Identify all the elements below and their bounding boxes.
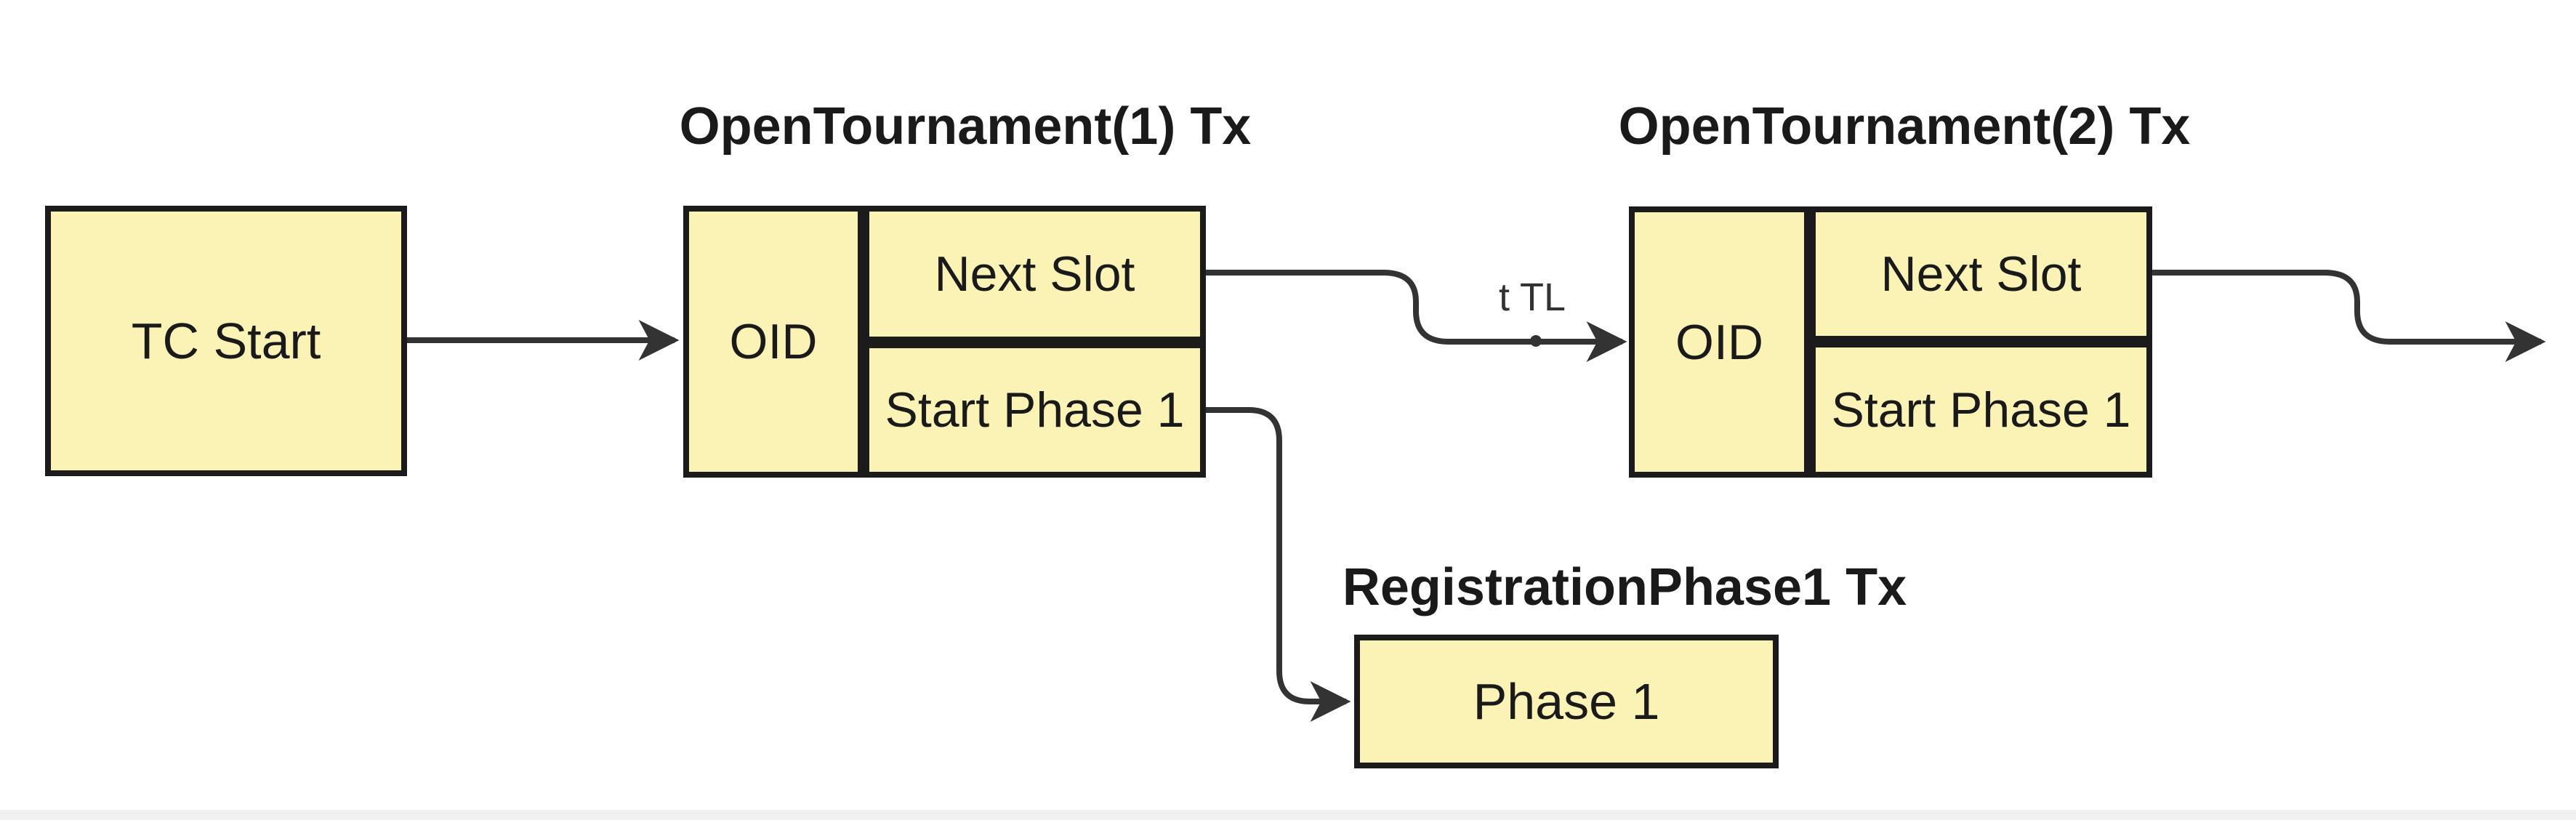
edge-nextslot2-to-next: [2148, 270, 2546, 362]
opentournament2-oid-cell: OID: [1635, 212, 1804, 472]
opentournament2-group: OID Next Slot Start Phase 1: [1629, 206, 2152, 478]
start-phase-label: Start Phase 1: [1831, 382, 2131, 438]
edge-startphase1-to-phase1: [1202, 407, 1351, 722]
opentournament1-group: OID Next Slot Start Phase 1: [683, 206, 1206, 478]
tc-start-node: TC Start: [45, 206, 407, 476]
opentournament1-next-slot-cell: Next Slot: [869, 212, 1200, 337]
registrationphase1-title: RegistrationPhase1 Tx: [1342, 558, 1907, 616]
start-phase-label: Start Phase 1: [885, 382, 1185, 438]
next-slot-label: Next Slot: [1880, 246, 2082, 302]
edge-label-anchor-dot: [1530, 335, 1542, 347]
phase1-label: Phase 1: [1473, 673, 1660, 730]
edge-label-t-tl: t TL: [1498, 276, 1566, 319]
tc-start-label: TC Start: [131, 313, 321, 369]
next-slot-label: Next Slot: [934, 246, 1135, 302]
opentournament2-start-phase-cell: Start Phase 1: [1816, 347, 2146, 472]
opentournament1-oid-cell: OID: [689, 212, 858, 472]
oid-label: OID: [729, 314, 818, 369]
opentournament2-title: OpenTournament(2) Tx: [1618, 97, 2191, 156]
phase1-node: Phase 1: [1354, 635, 1779, 768]
opentournament1-title: OpenTournament(1) Tx: [679, 97, 1252, 156]
bottom-strip: [0, 810, 2576, 820]
opentournament2-next-slot-cell: Next Slot: [1816, 212, 2146, 336]
oid-label: OID: [1675, 314, 1763, 370]
opentournament1-start-phase-cell: Start Phase 1: [869, 348, 1200, 472]
